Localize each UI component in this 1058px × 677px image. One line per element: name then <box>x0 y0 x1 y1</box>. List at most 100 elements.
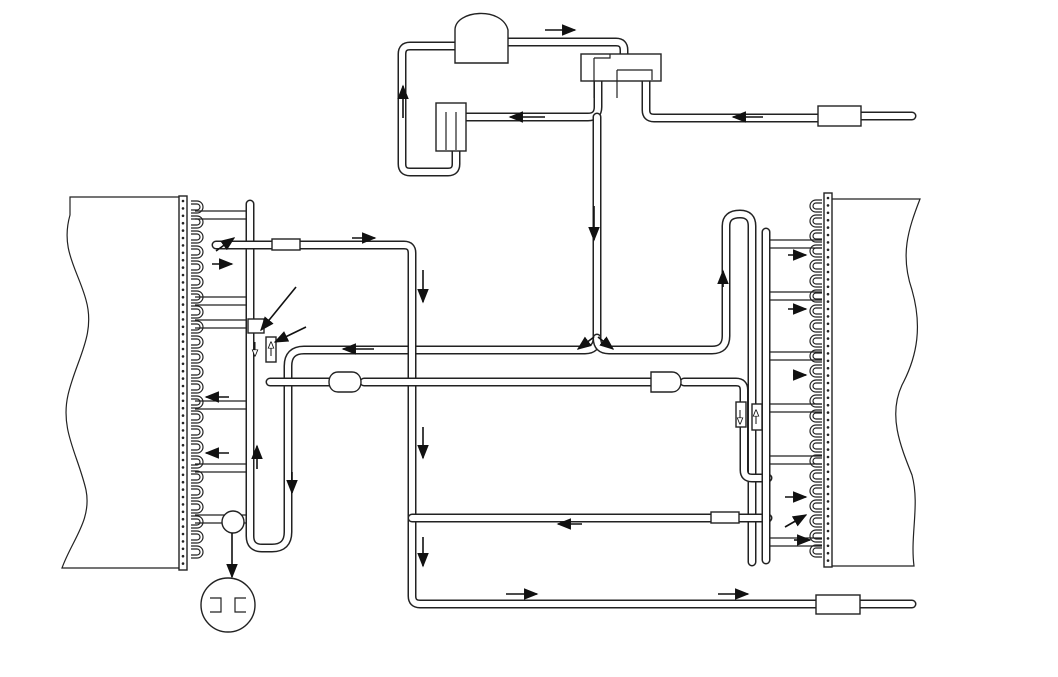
tube-sheet-dot <box>182 525 185 528</box>
return-bend-inner <box>813 368 822 374</box>
tube-sheet-dot <box>827 337 830 340</box>
left-valve-small <box>248 319 264 333</box>
return-bend <box>810 245 822 257</box>
return-bend-inner <box>191 549 200 555</box>
return-bend-inner <box>813 353 822 359</box>
tube-sheet-dot <box>182 407 185 410</box>
return-bend-inner <box>813 323 822 329</box>
tube-sheet-dot <box>827 463 830 466</box>
return-bend <box>810 215 822 227</box>
return-bend-inner <box>191 519 200 525</box>
return-bend-inner <box>191 219 200 225</box>
return-bend-inner <box>813 218 822 224</box>
return-bend-inner <box>191 429 200 435</box>
return-bend <box>810 485 822 497</box>
tube-sheet-dot <box>182 555 185 558</box>
tube-sheet-dot <box>182 296 185 299</box>
right-valve-check <box>736 402 746 427</box>
tube-sheet-dot <box>182 481 185 484</box>
return-bend <box>810 365 822 377</box>
return-bend-inner <box>191 534 200 540</box>
pointer-line-lower <box>275 327 306 342</box>
pipe-bore-2 <box>466 80 598 117</box>
return-bend-inner <box>191 204 200 210</box>
return-bend-inner <box>813 338 822 344</box>
tube-sheet-dot <box>827 389 830 392</box>
right-valve-small <box>752 404 762 430</box>
return-bend-inner <box>191 504 200 510</box>
return-bend <box>191 381 203 393</box>
tube-sheet-dot <box>182 377 185 380</box>
left-upper-sensor <box>272 239 300 250</box>
tube-sheet-dot <box>827 448 830 451</box>
tube-sheet-dot <box>827 204 830 207</box>
tube-sheet-dot <box>182 281 185 284</box>
return-bend <box>191 516 203 528</box>
tube-sheet-dot <box>827 419 830 422</box>
tube-sheet-dot <box>827 382 830 385</box>
tube-sheet-dot <box>182 422 185 425</box>
pointer-line-upper <box>261 287 296 330</box>
left-return-bends <box>191 201 203 558</box>
return-bend <box>810 335 822 347</box>
return-bend <box>810 320 822 332</box>
return-bend <box>191 351 203 363</box>
return-bend-inner <box>813 308 822 314</box>
return-bend <box>810 530 822 542</box>
return-bend <box>810 425 822 437</box>
tube-sheet-dot <box>827 241 830 244</box>
return-bend <box>810 275 822 287</box>
flow-arrow-24 <box>785 515 806 527</box>
return-bend-inner <box>813 518 822 524</box>
return-bend <box>810 305 822 317</box>
tube-sheet-dot <box>827 404 830 407</box>
tube-sheet-dot <box>182 289 185 292</box>
pipe-bore-4 <box>646 80 818 118</box>
return-bend <box>191 366 203 378</box>
return-bend-inner <box>191 264 200 270</box>
return-bend <box>810 440 822 452</box>
tube-sheet-dot <box>182 474 185 477</box>
return-bend-inner <box>191 324 200 330</box>
tube-sheet-dot <box>827 545 830 548</box>
return-bend <box>191 321 203 333</box>
return-bend <box>810 260 822 272</box>
tube-sheet-dot <box>827 308 830 311</box>
tube-sheet-dot <box>182 562 185 565</box>
tube-sheet-dot <box>827 293 830 296</box>
return-bend <box>191 546 203 558</box>
return-bend-inner <box>813 413 822 419</box>
tube-sheet-dot <box>827 508 830 511</box>
return-bend-inner <box>191 234 200 240</box>
tube-sheet-dot <box>827 559 830 562</box>
return-bend-inner <box>191 339 200 345</box>
tube-sheet-dot <box>182 488 185 491</box>
tube-sheet-dot <box>827 360 830 363</box>
pipe-bore-3 <box>250 117 597 548</box>
right-heat-exchanger-coil <box>765 193 920 567</box>
return-bend <box>191 501 203 513</box>
center-right-accumulator <box>651 372 681 392</box>
tube-sheet-dot <box>827 271 830 274</box>
tube-sheet-dot <box>182 355 185 358</box>
return-bend <box>810 545 822 557</box>
tube-sheet-dot <box>182 444 185 447</box>
return-bend <box>191 231 203 243</box>
compressor-dome <box>455 13 508 63</box>
return-bend-inner <box>191 369 200 375</box>
tube-sheet-dot <box>827 345 830 348</box>
tube-sheet-dot <box>827 441 830 444</box>
tube-sheet-dot <box>182 496 185 499</box>
tube-sheet-dot <box>827 234 830 237</box>
tube-sheet-dot <box>182 348 185 351</box>
tube-sheet-dot <box>182 259 185 262</box>
tube-sheet-dot <box>182 229 185 232</box>
return-bend <box>191 246 203 258</box>
tube-sheet-dot <box>182 340 185 343</box>
right-lower-sensor <box>711 512 739 523</box>
tube-sheet-dot <box>182 303 185 306</box>
return-bend-inner <box>813 398 822 404</box>
tube-sheet-dot <box>182 326 185 329</box>
tube-sheet-dot <box>827 278 830 281</box>
return-bend-inner <box>813 233 822 239</box>
